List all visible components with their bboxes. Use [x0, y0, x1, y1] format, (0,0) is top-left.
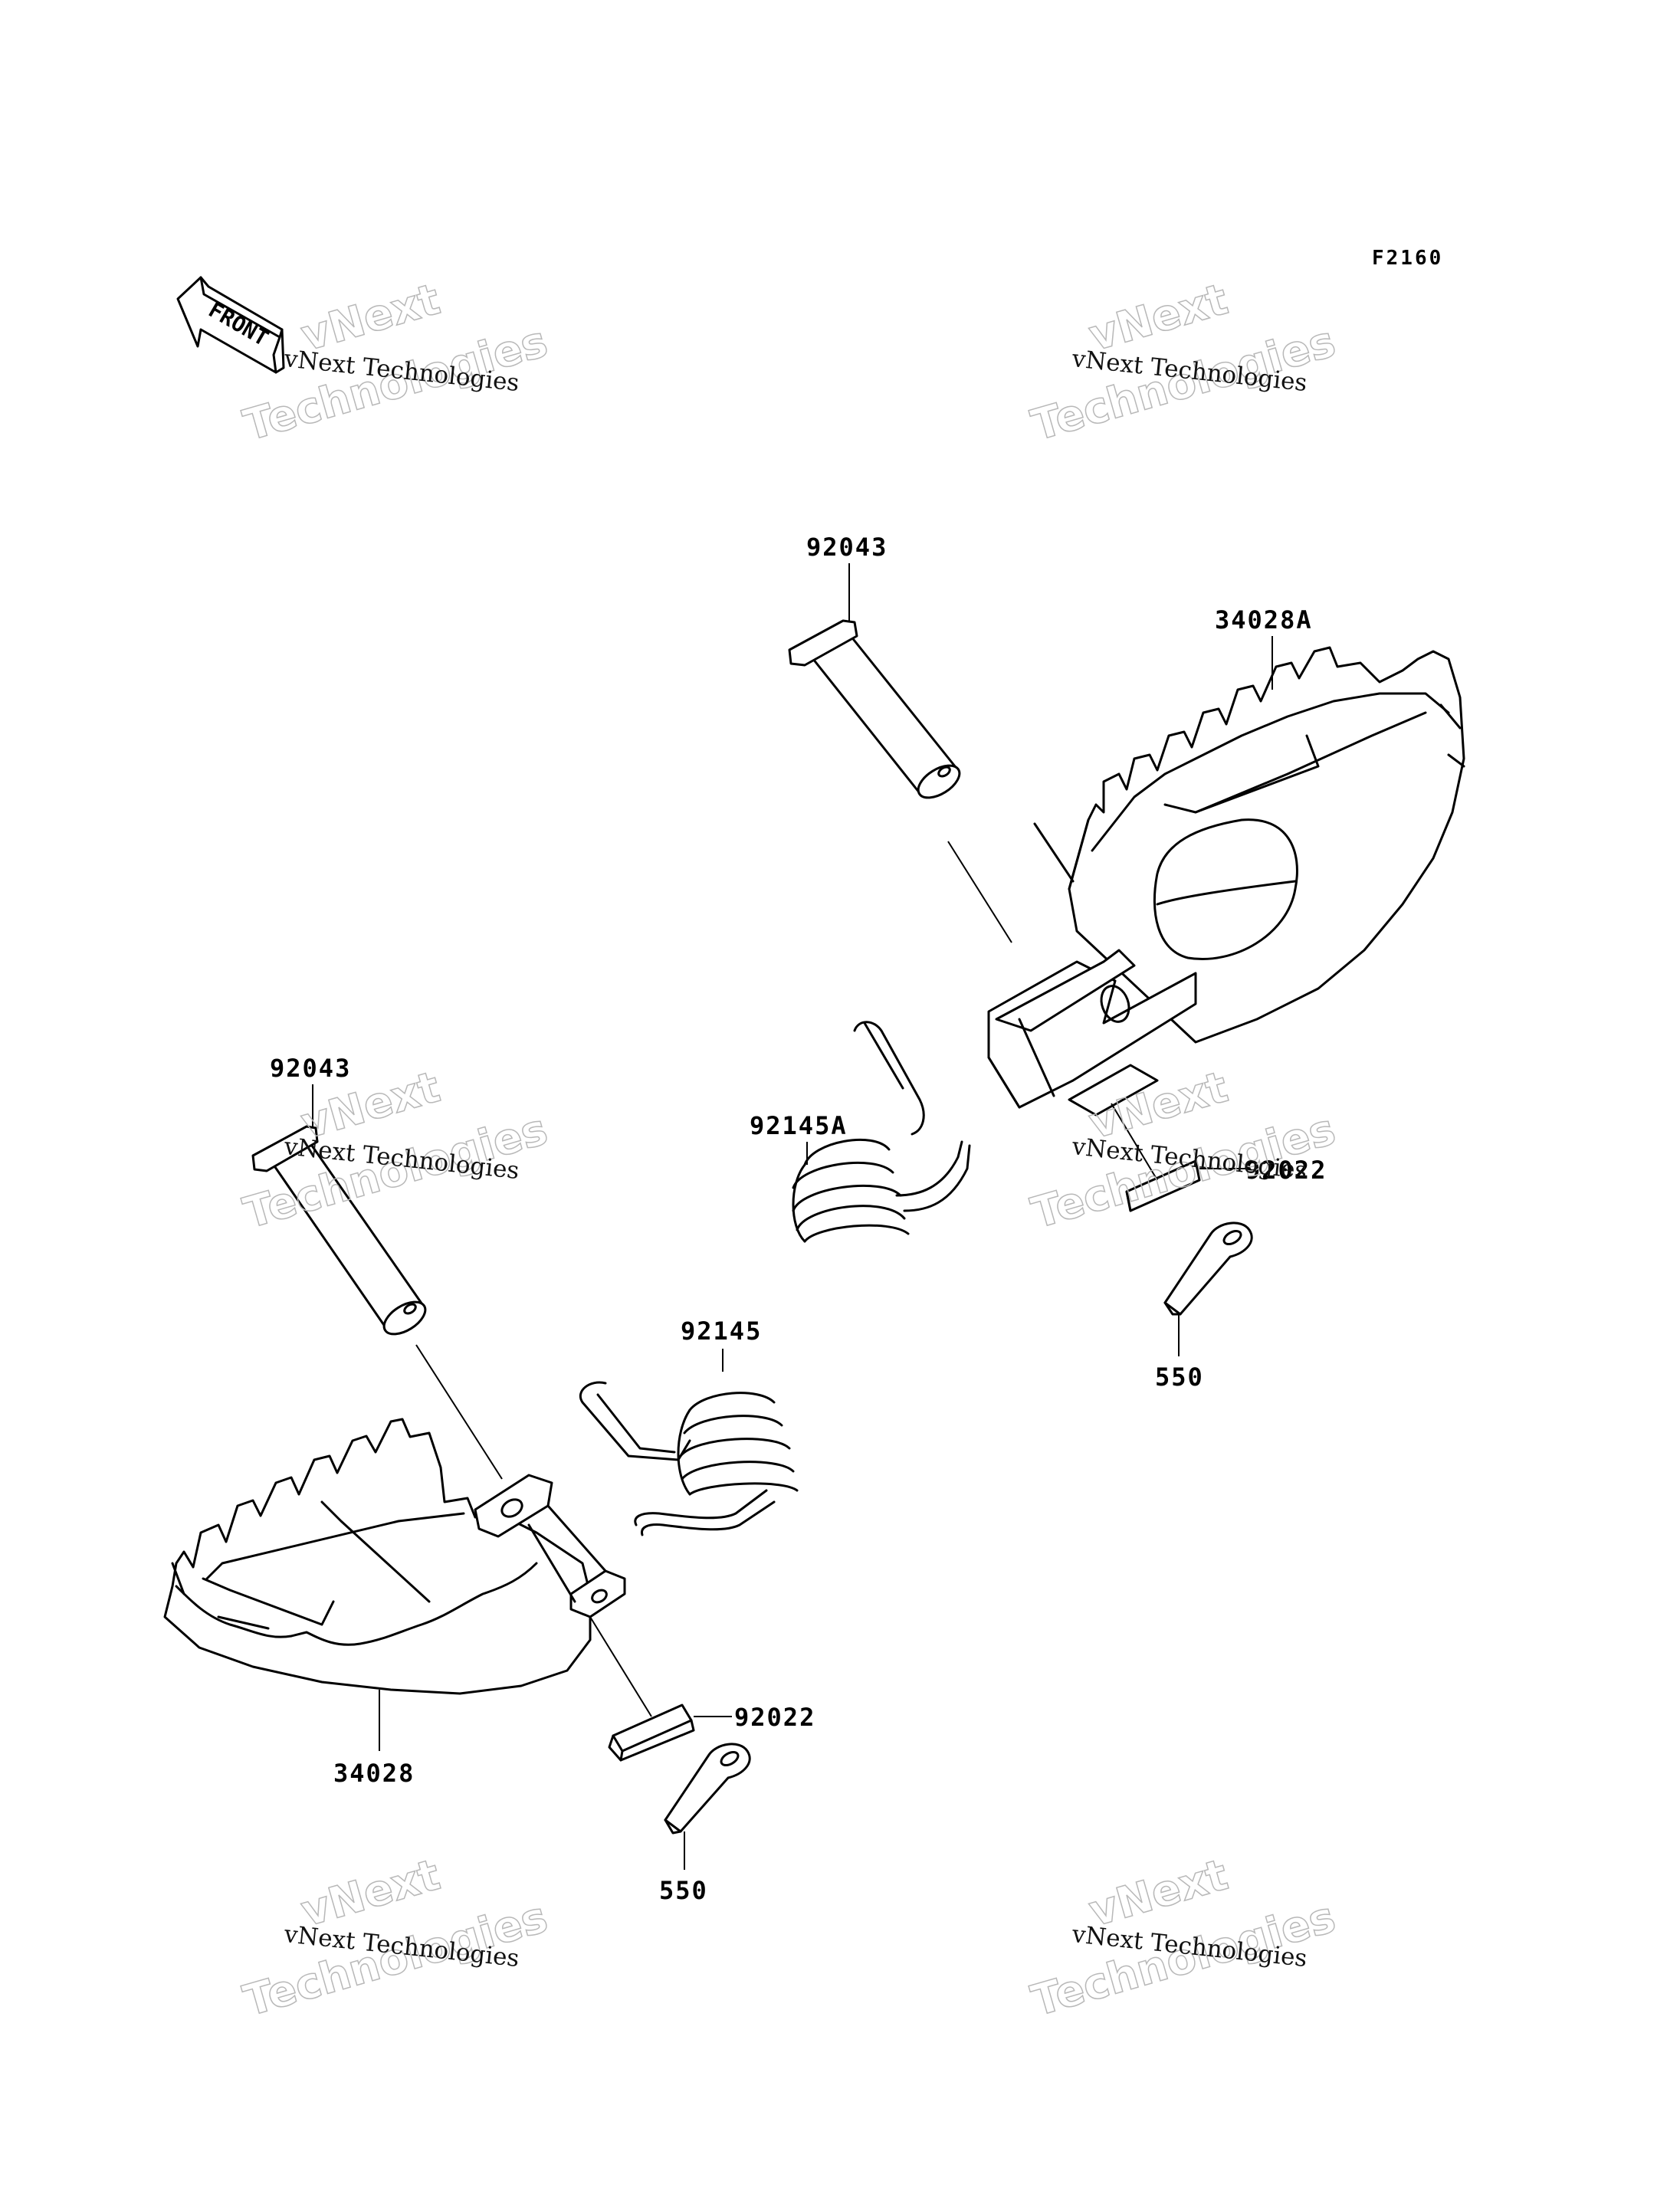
figure-code: F2160	[1372, 247, 1443, 270]
part-label-footpeg-upper: 34028A	[1215, 605, 1313, 635]
part-label-washer-lower: 92022	[734, 1703, 815, 1732]
pin-upper-drawing	[788, 619, 961, 799]
part-label-pin-upper: 92043	[806, 533, 888, 562]
spring-upper-drawing	[792, 1021, 971, 1243]
washer-lower-drawing	[608, 1703, 695, 1762]
part-label-washer-upper: 92022	[1245, 1156, 1327, 1185]
cotter-pin-lower-drawing	[664, 1743, 751, 1835]
watermark-bottom-right: vNext Technologies vNext Technologies	[1025, 1849, 1341, 2027]
footpeg-lower-drawing	[163, 1418, 626, 1695]
watermark-top-right: vNext Technologies vNext Technologies	[1025, 274, 1341, 451]
watermark-middle-right: vNext Technologies vNext Technologies	[1025, 1061, 1341, 1239]
part-label-spring-upper: 92145A	[750, 1111, 848, 1140]
washer-upper-drawing	[1125, 1159, 1201, 1212]
part-label-cotter-upper: 550	[1155, 1362, 1204, 1392]
spring-lower-drawing	[579, 1381, 799, 1536]
leader-washer-lower-axis	[589, 1616, 652, 1717]
watermark-bottom-left: vNext Technologies vNext Technologies	[238, 1849, 553, 2027]
leader-pin-lower-axis	[415, 1344, 503, 1480]
part-label-pin-lower: 92043	[270, 1054, 351, 1083]
pin-lower-drawing	[251, 1125, 427, 1336]
watermark-top-left: vNext Technologies vNext Technologies	[238, 274, 553, 451]
part-label-cotter-lower: 550	[659, 1876, 708, 1905]
watermark-middle-left: vNext Technologies vNext Technologies	[238, 1061, 553, 1239]
leader-washer-upper-axis	[1111, 1103, 1158, 1181]
part-label-footpeg-lower: 34028	[333, 1759, 415, 1788]
cotter-pin-upper-drawing	[1163, 1221, 1253, 1316]
footpeg-upper-drawing	[987, 646, 1465, 1117]
front-direction-arrow: FRONT	[176, 276, 285, 374]
leader-pin-upper-axis	[947, 841, 1012, 943]
part-label-spring-lower: 92145	[681, 1317, 762, 1346]
